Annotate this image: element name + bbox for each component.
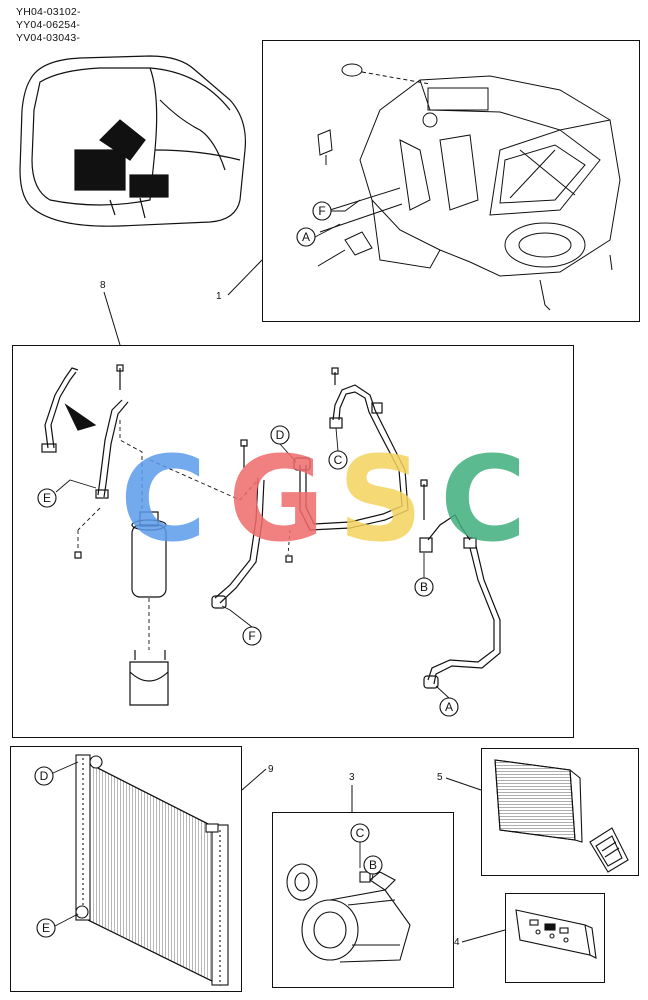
hvac-unit-panel — [262, 40, 640, 322]
condenser-drawing — [75, 754, 229, 986]
callout-label: E — [42, 921, 50, 935]
leader-line — [461, 929, 506, 943]
part-number: 1 — [216, 291, 222, 302]
callout-label: A — [445, 700, 453, 714]
serial-number-list: YH04-03102- YY04-06254- YV04-03043- — [16, 6, 81, 45]
callout-e-circle — [36, 918, 56, 938]
callout-label: C — [356, 826, 365, 840]
serial-number: YV04-03043- — [16, 32, 81, 44]
part-number: 4 — [454, 937, 460, 948]
ac-piping-drawing — [41, 364, 501, 706]
hvac-unit-drawing — [317, 63, 621, 311]
callout-label: D — [40, 769, 49, 783]
callout-label: B — [420, 580, 428, 594]
leader-line — [241, 768, 267, 791]
control-panel-box — [505, 893, 605, 983]
part-number: 3 — [349, 772, 355, 783]
compressor-drawing — [286, 863, 411, 963]
callout-label: F — [248, 629, 255, 643]
part-number: 9 — [268, 764, 274, 775]
callout-label: D — [276, 428, 285, 442]
callout-leaders — [52, 199, 450, 927]
callout-e-circle — [37, 488, 57, 508]
part-number: 5 — [437, 772, 443, 783]
leader-line — [103, 291, 121, 346]
air-filter-drawing — [494, 759, 629, 873]
serial-number: YY04-06254- — [16, 19, 81, 31]
part-number: 8 — [100, 280, 106, 291]
callout-label: C — [334, 453, 343, 467]
leader-line — [445, 777, 482, 791]
callout-label: E — [43, 491, 51, 505]
callout-d-circle — [34, 766, 54, 786]
leader-line — [227, 259, 263, 296]
control-panel-drawing — [515, 909, 597, 959]
callout-label: A — [302, 230, 310, 244]
callout-label: B — [369, 858, 377, 872]
ac-piping-panel — [12, 345, 574, 738]
callout-label: F — [318, 204, 325, 218]
serial-number: YH04-03102- — [16, 6, 81, 18]
machine-cab-illustration — [19, 55, 247, 227]
